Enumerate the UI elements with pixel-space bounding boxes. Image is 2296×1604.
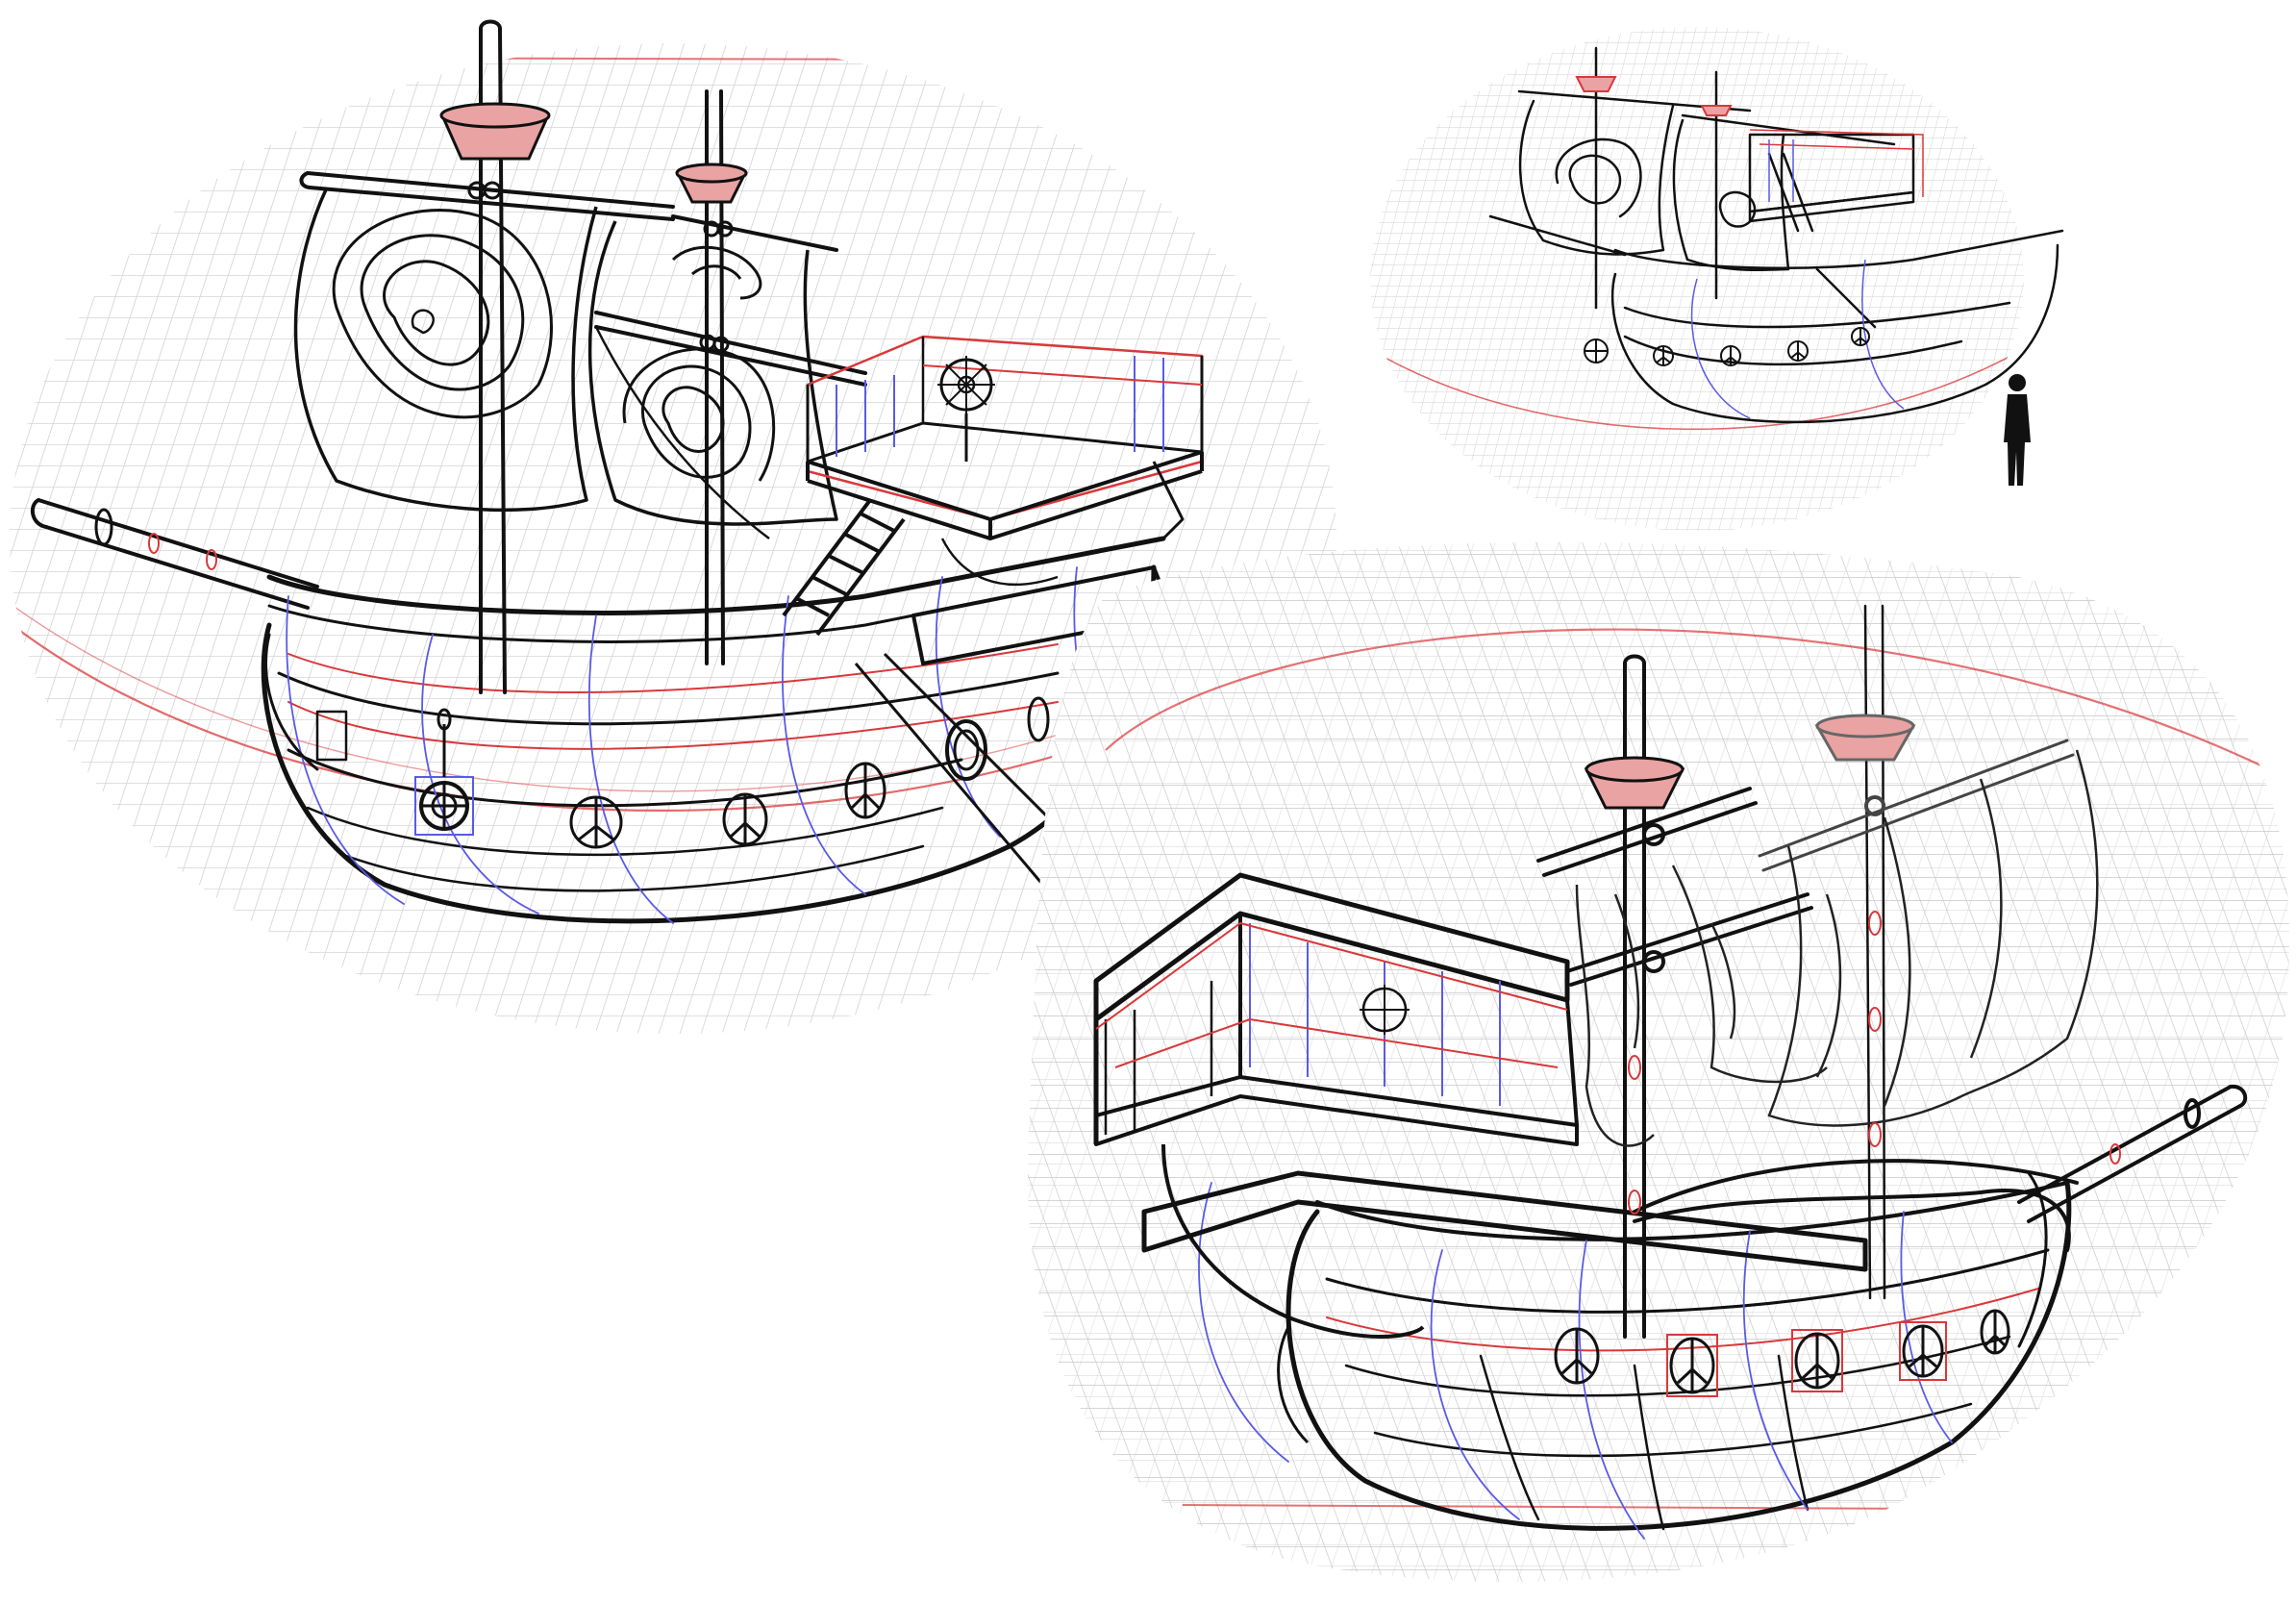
- large-sails: [293, 187, 838, 539]
- bowsprit: [30, 498, 319, 610]
- crows-nests: [439, 102, 748, 204]
- ship-wheel-icon: [1584, 338, 1609, 363]
- peace-sign-icon: [1851, 327, 1870, 346]
- reverse-bowsprit: [2017, 1084, 2248, 1223]
- reverse-stern-castle: [1093, 872, 1868, 1444]
- rigging-knots: [467, 181, 734, 353]
- peace-sign-icon: [1653, 345, 1674, 366]
- reverse-yards: [1536, 739, 2075, 987]
- large-ship-sketch: [10, 19, 1336, 1034]
- thumbnail-ship: [1488, 46, 2064, 424]
- peace-sign-icon: [1791, 1329, 1843, 1392]
- peace-sign-icon: [1980, 1309, 2010, 1355]
- ship-wheel-icon: [1360, 985, 1410, 1035]
- ship-wheel-icon: [414, 708, 474, 836]
- peace-sign-icon: [1787, 340, 1809, 362]
- peace-sign-icon: [569, 795, 623, 849]
- thumbnail-ship-sketch: [1370, 27, 2064, 531]
- peace-sign-icon: [1720, 345, 1741, 366]
- sail-seams-red: [1628, 911, 1882, 1215]
- peace-sign-icon: [1666, 1334, 1718, 1397]
- peace-sign-icon: [1899, 1321, 1947, 1381]
- thumbnail-grid-background: [1370, 27, 2024, 531]
- peace-sign-icon: [1554, 1327, 1600, 1385]
- peace-sign-icon: [722, 792, 768, 846]
- yards: [299, 171, 867, 387]
- peace-sign-icon: [844, 762, 886, 819]
- reverse-ship-sketch: [1028, 541, 2290, 1582]
- porthole: [945, 719, 987, 781]
- large-stern-castle: [806, 335, 1204, 665]
- porthole: [1027, 696, 1050, 742]
- reverse-grid-background: [1028, 541, 2290, 1582]
- ship-wheel-icon: [937, 356, 995, 462]
- person-silhouette-icon: [2004, 374, 2031, 486]
- reverse-crows-nests: [1584, 714, 1916, 810]
- reverse-sails: [1575, 749, 2099, 1147]
- reverse-portholes: [1554, 1309, 2010, 1397]
- large-ladder: [782, 498, 906, 637]
- large-portholes: [414, 696, 1050, 849]
- topographic-map-icon: [332, 208, 776, 482]
